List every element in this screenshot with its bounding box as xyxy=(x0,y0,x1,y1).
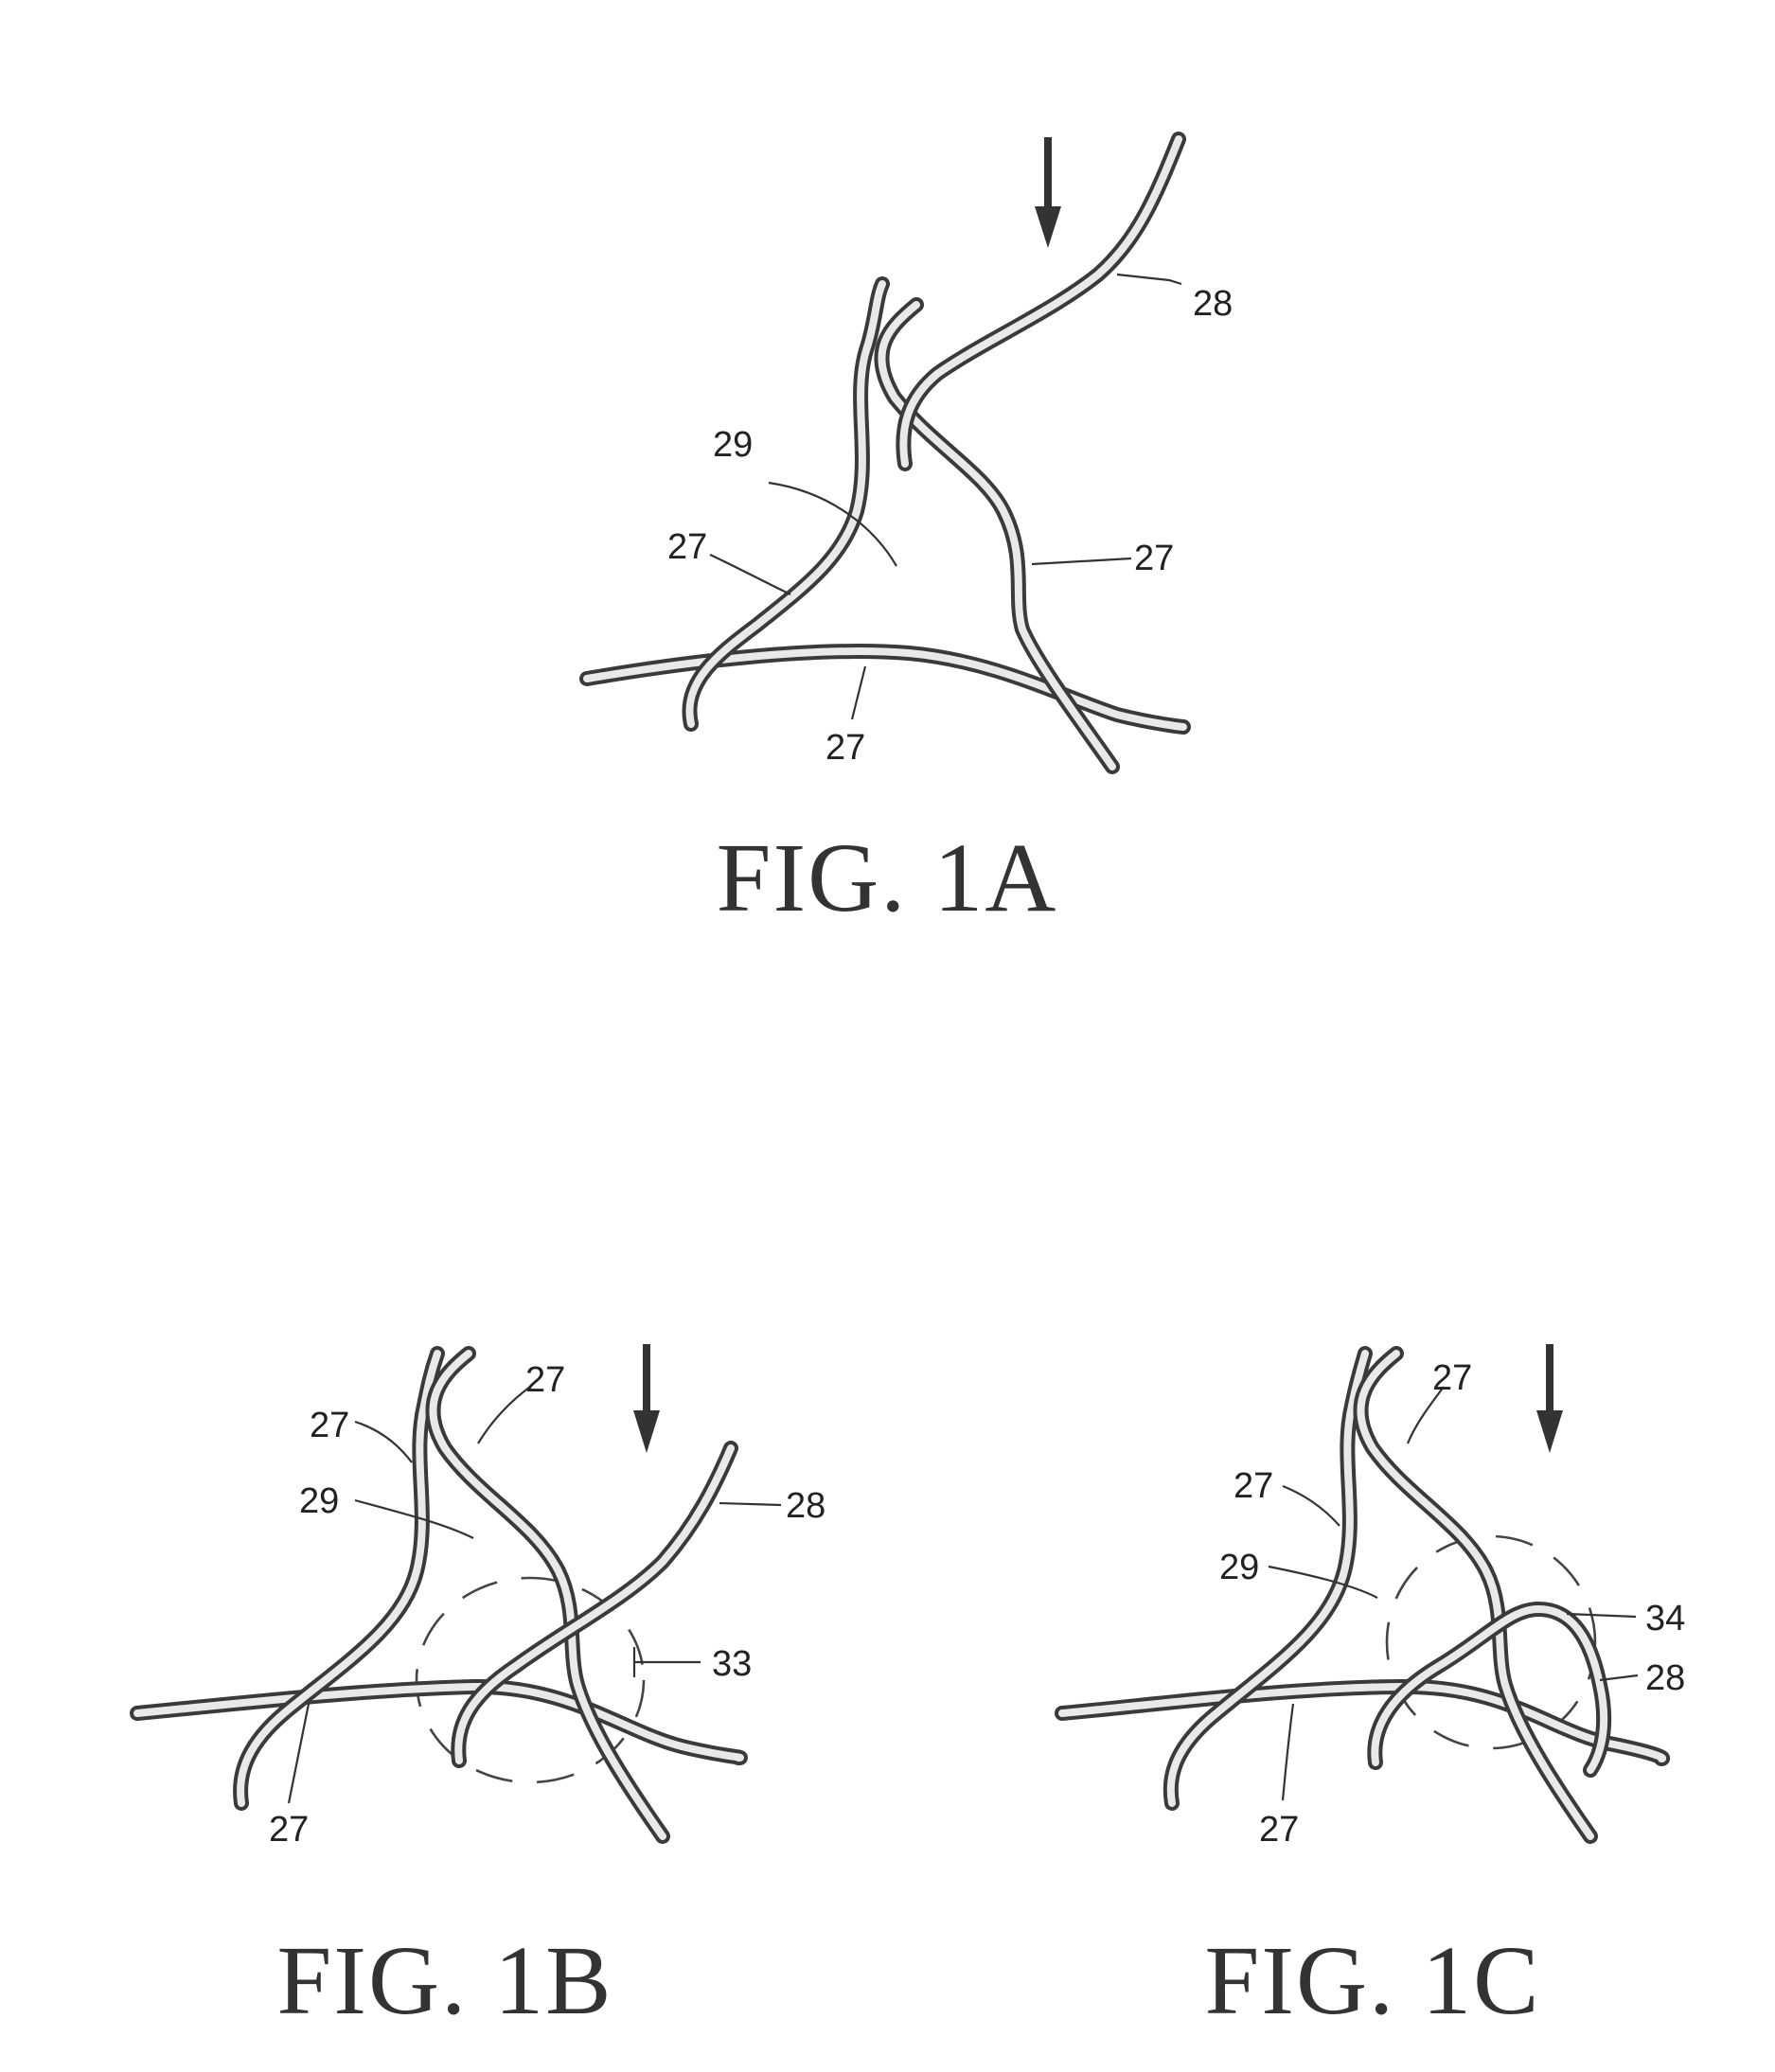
leader-33 xyxy=(634,1647,701,1677)
ref-28: 28 xyxy=(786,1486,825,1526)
ref-27-upper-right: 27 xyxy=(1432,1358,1472,1398)
figure-caption: FIG. 1C xyxy=(1205,1926,1541,2035)
ref-27-bottom: 27 xyxy=(1259,1810,1299,1850)
fiber-28 xyxy=(1375,1609,1604,1770)
fiber-27-bottom xyxy=(587,651,1183,727)
ref-27-bottom: 27 xyxy=(269,1810,309,1850)
leader-28 xyxy=(719,1503,781,1505)
direction-arrow-icon xyxy=(1536,1344,1563,1453)
leader-27-right xyxy=(1032,558,1131,564)
ref-27-upper-left: 27 xyxy=(310,1406,349,1445)
figure-caption: FIG. 1A xyxy=(717,823,1058,932)
leader-27-left xyxy=(1283,1486,1340,1526)
ref-33: 33 xyxy=(712,1644,752,1684)
direction-arrow-icon xyxy=(1035,137,1061,248)
ref-27-upper-right: 27 xyxy=(525,1360,565,1400)
leader-27-upper-left xyxy=(355,1422,412,1462)
leader-34 xyxy=(1567,1614,1636,1617)
figure-1c: 27 27 29 34 28 27 FIG. 1C xyxy=(1062,1344,1685,2035)
fiber-27-bottom xyxy=(137,1687,740,1758)
leader-27-bottom xyxy=(1283,1704,1293,1800)
leader-28 xyxy=(1117,274,1181,284)
fiber-27-left xyxy=(1171,1354,1365,1803)
leader-27-bottom xyxy=(289,1704,309,1803)
ref-29: 29 xyxy=(299,1481,339,1521)
ref-29: 29 xyxy=(713,425,753,465)
ref-27-left: 27 xyxy=(667,527,707,567)
ref-29: 29 xyxy=(1219,1548,1259,1587)
figure-1a: 28 29 27 27 27 FIG. 1A xyxy=(587,137,1233,932)
fiber-27-bottom xyxy=(1062,1687,1662,1759)
ref-27-right: 27 xyxy=(1134,539,1174,578)
figure-1b: 27 27 29 28 33 27 FIG. 1B xyxy=(137,1344,825,2035)
leader-27-left xyxy=(710,555,790,594)
leader-27-bottom xyxy=(852,666,865,719)
ref-28: 28 xyxy=(1645,1658,1685,1698)
ref-28: 28 xyxy=(1193,284,1233,324)
figure-caption: FIG. 1B xyxy=(277,1926,613,2035)
leader-29 xyxy=(1269,1567,1377,1598)
ref-27-left: 27 xyxy=(1234,1466,1273,1506)
ref-27-bottom: 27 xyxy=(825,728,865,768)
direction-arrow-icon xyxy=(633,1344,660,1453)
leader-29 xyxy=(355,1500,473,1538)
fiber-28 xyxy=(903,139,1179,464)
ref-34: 34 xyxy=(1645,1599,1685,1638)
leader-27-upper-right xyxy=(478,1387,530,1443)
